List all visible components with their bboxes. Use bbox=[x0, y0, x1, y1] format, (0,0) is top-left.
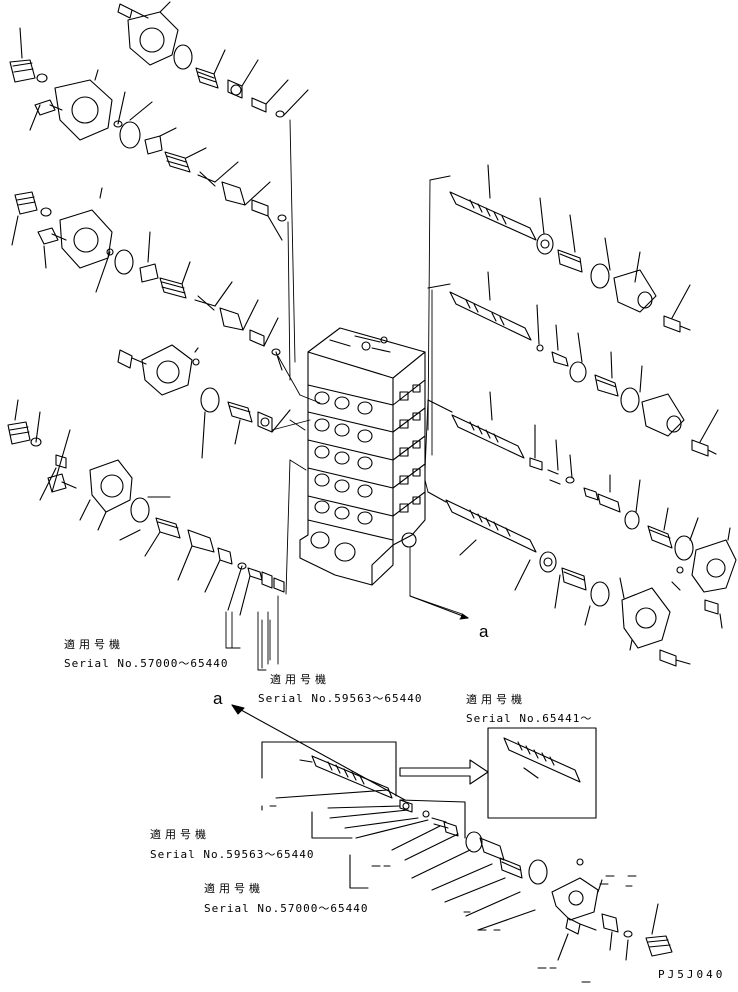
left-section-1 bbox=[117, 1, 309, 118]
serial-note-b-title: 適用号機 bbox=[270, 673, 330, 686]
control-valve-body bbox=[299, 327, 426, 586]
serial-note-e-title: 適用号機 bbox=[204, 882, 264, 895]
leader-lines-left bbox=[231, 119, 321, 669]
leader-lines-right bbox=[409, 179, 463, 615]
serial-note-d-title: 適用号機 bbox=[150, 828, 210, 841]
detail-marker-a-top: a bbox=[479, 622, 489, 641]
detail-arrow-top bbox=[409, 595, 469, 620]
serial-note-a-title: 適用号機 bbox=[64, 638, 124, 651]
detail-a bbox=[231, 704, 673, 961]
right-spool-2 bbox=[427, 271, 719, 457]
serial-note-brackets bbox=[225, 595, 279, 671]
left-section-2 bbox=[9, 27, 287, 241]
serial-note-c-title: 適用号機 bbox=[466, 693, 526, 706]
right-spool-3 bbox=[427, 391, 699, 561]
left-section-4 bbox=[117, 344, 291, 459]
right-spool-1 bbox=[429, 164, 691, 333]
serial-note-e-text: Serial No.57000～65440 bbox=[204, 902, 369, 915]
serial-note-b-text: Serial No.59563～65440 bbox=[258, 692, 423, 705]
serial-note-d-text: Serial No.59563～65440 bbox=[150, 848, 315, 861]
detail-marker-a-bottom: a bbox=[213, 689, 223, 708]
right-spool-4 bbox=[427, 491, 737, 667]
serial-note-a-text: Serial No.57000～65440 bbox=[64, 657, 229, 670]
left-section-3 bbox=[11, 187, 283, 371]
left-section-5 bbox=[7, 399, 285, 616]
dash-marks bbox=[269, 805, 637, 983]
serial-note-c-text: Serial No.65441～ bbox=[466, 712, 593, 725]
drawing-code: PJ5J040 bbox=[658, 968, 726, 981]
